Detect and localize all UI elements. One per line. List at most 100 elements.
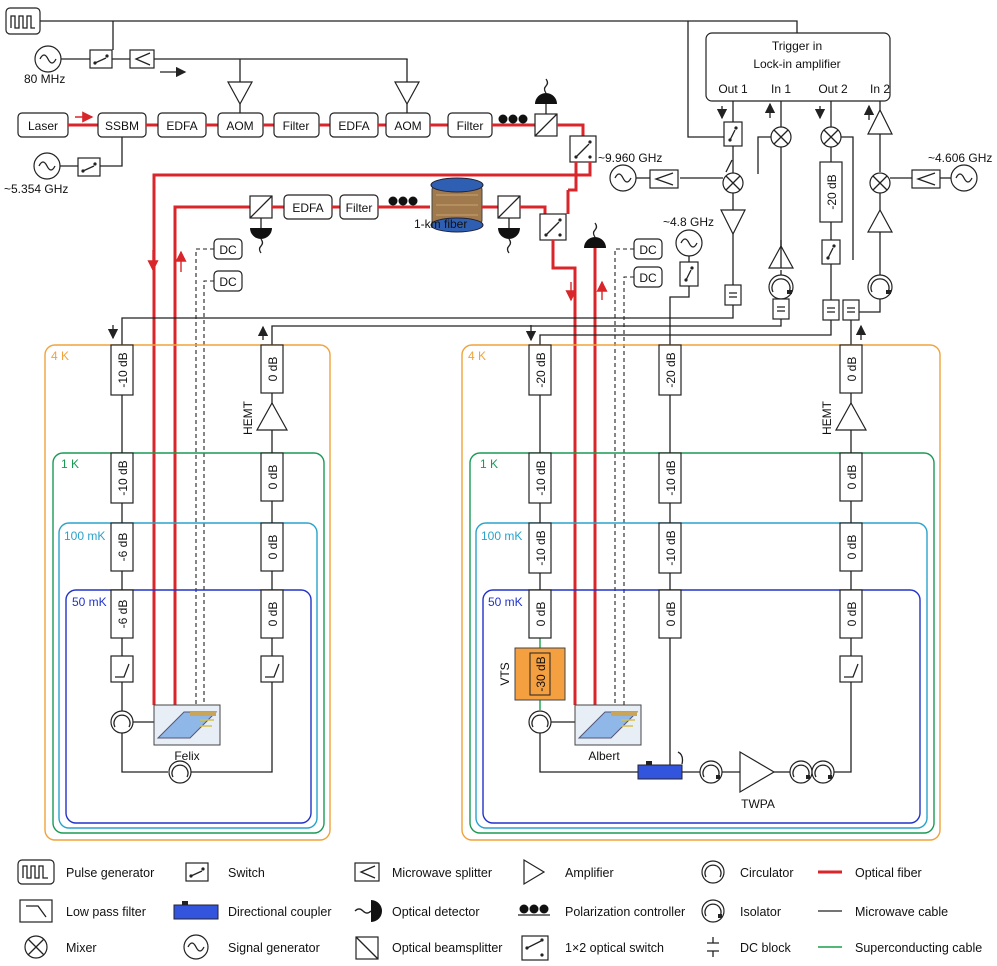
ssbm-label: SSBM [105, 119, 139, 133]
legend-label-0: Pulse generator [66, 866, 154, 880]
legend-optical-switch-icon [521, 935, 549, 961]
albert-label: Albert [588, 749, 620, 763]
laser-label: Laser [28, 119, 58, 133]
att-right-out-50mk-label: 0 dB [845, 602, 859, 627]
aom1-label: AOM [226, 119, 253, 133]
legend-isolator-icon [701, 899, 725, 923]
legend-signal-generator-icon [183, 934, 209, 960]
legend-label-17: Superconducting cable [855, 941, 982, 955]
legend-polarization-controller-icon [518, 904, 550, 916]
low-pass-filter-left-out-icon [260, 655, 284, 683]
hemt-left-label: HEMT [241, 400, 255, 435]
legend-low-pass-filter-icon [19, 899, 53, 923]
att-left-out-1k-label: 0 dB [266, 465, 280, 490]
directional-coupler-icon [637, 764, 683, 780]
optical-beamsplitter-2-icon [249, 195, 273, 219]
att-right-mid-100mk-label: -10 dB [664, 530, 678, 565]
signal-generator-9960-icon [609, 164, 637, 192]
att-left-out-50mk [260, 589, 284, 639]
dc-block-out2-icon [822, 299, 840, 321]
att-right-in-50mk [528, 589, 552, 639]
legend-label-7: Directional coupler [228, 905, 332, 919]
hemt-right-icon [834, 401, 868, 431]
att-left-in-4k-label: -10 dB [116, 352, 130, 387]
microwave-splitter-top-icon [129, 49, 155, 69]
optical-detector-3-icon [498, 228, 520, 254]
legend-amplifier-icon [523, 858, 546, 886]
att-right-in-100mk [528, 522, 552, 574]
dc-block-in2-icon [842, 299, 860, 321]
aom1-amplifier-icon [226, 81, 254, 106]
signal-generator-5354-icon [33, 152, 61, 180]
dc-block-in1-icon [772, 298, 790, 320]
lockin-out1-label: Out 1 [718, 82, 748, 96]
legend-optical-detector-icon [354, 900, 382, 922]
att-right-out-100mk [839, 522, 863, 572]
isolator-in2-icon [867, 274, 893, 300]
legend-label-6: Low pass filter [66, 905, 146, 919]
att-left-in-50mk-label: -6 dB [116, 600, 130, 629]
stage-100mk-left-label: 100 mK [64, 529, 105, 543]
lockin-amplifier-box [705, 32, 891, 102]
vts-block [514, 647, 566, 701]
aom2-amplifier-icon [393, 81, 421, 106]
stage-4k-left-label: 4 K [51, 349, 69, 363]
legend-label-12: Mixer [66, 941, 97, 955]
lockin-title-label: Lock-in amplifier [753, 57, 840, 71]
att-left-out-100mk-label: 0 dB [266, 535, 280, 560]
dc-albert-1-label: DC [639, 243, 657, 257]
mixer-out2-icon [820, 126, 842, 148]
freq-4606-label: ~4.606 GHz [928, 151, 992, 165]
hemt-left-icon [255, 401, 289, 431]
isolator-twpa-out2-icon [811, 760, 835, 784]
att-right-mid-100mk [658, 522, 682, 574]
att-right-in-100mk-label: -10 dB [534, 530, 548, 565]
att-right-in-4k [528, 344, 552, 396]
aom2-label: AOM [394, 119, 421, 133]
legend-optical-beamsplitter-icon [355, 936, 379, 960]
att-left-out-4k [260, 344, 284, 394]
switch-out2-icon [821, 239, 841, 265]
switch-80mhz-icon [89, 49, 113, 69]
amp-in2-bottom-icon [866, 208, 894, 233]
att-right-out-4k-label: 0 dB [845, 357, 859, 382]
freq-48-label: ~4.8 GHz [663, 215, 714, 229]
polarization-controller-2-icon [388, 196, 418, 206]
att-right-out-1k-label: 0 dB [845, 465, 859, 490]
optical-switch-2-icon [539, 213, 567, 241]
albert-device [574, 704, 642, 746]
fiber-spool-icon [430, 177, 484, 233]
stage-50mk-left-label: 50 mK [72, 595, 107, 609]
felix-label: Felix [174, 749, 199, 763]
stage-50mk-left [65, 589, 312, 824]
stage-100mk-left [58, 522, 318, 829]
legend-microwave-splitter-icon [354, 862, 380, 882]
att-left-in-1k [110, 452, 134, 504]
mixer-out1-icon [722, 172, 744, 194]
switch-out1-icon [723, 121, 743, 147]
edfa1-label: EDFA [166, 119, 197, 133]
att-right-out-1k [839, 452, 863, 502]
att-left-in-4k [110, 344, 134, 396]
att-right-in-1k-label: -10 dB [534, 460, 548, 495]
hemt-right-label: HEMT [820, 400, 834, 435]
legend-directional-coupler-icon [173, 901, 219, 920]
stage-1k-left [52, 452, 325, 834]
att-right-mid-4k-label: -20 dB [664, 352, 678, 387]
legend-label-1: Switch [228, 866, 265, 880]
lockin-out2-label: Out 2 [818, 82, 848, 96]
legend-label-15: 1×2 optical switch [565, 941, 664, 955]
att-right-in-4k-label: -20 dB [534, 352, 548, 387]
circulator-felix-icon [110, 710, 134, 734]
legend-dc-block-icon [707, 937, 719, 957]
mixer-in1-icon [770, 126, 792, 148]
low-pass-filter-right-out-icon [839, 655, 863, 683]
stage-1k-right [469, 452, 935, 834]
filter3-label: Filter [346, 201, 373, 215]
stage-4k-right-label: 4 K [468, 349, 486, 363]
legend-mixer-icon [24, 935, 48, 959]
att-right-in-1k [528, 452, 552, 504]
edfa3-label: EDFA [292, 201, 323, 215]
stage-4k-left [44, 344, 331, 841]
